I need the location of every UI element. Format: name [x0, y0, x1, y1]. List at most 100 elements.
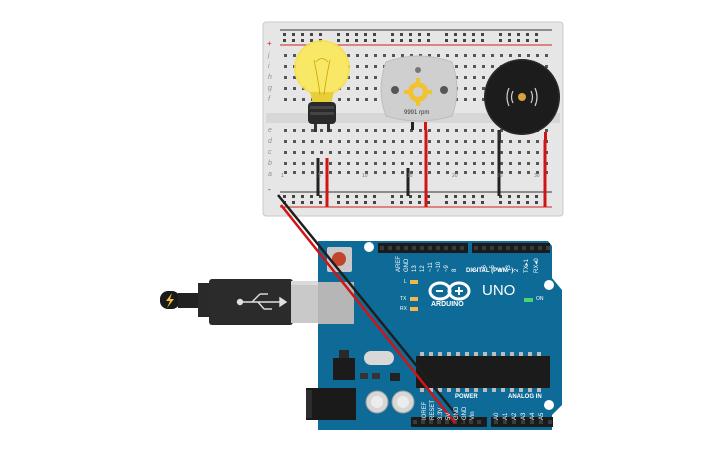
breadboard-hole[interactable] — [482, 129, 485, 132]
breadboard-hole[interactable] — [464, 98, 467, 101]
breadboard-hole[interactable] — [383, 151, 386, 154]
breadboard-hole[interactable] — [454, 195, 457, 198]
breadboard-hole[interactable] — [419, 151, 422, 154]
breadboard-hole[interactable] — [392, 162, 395, 165]
breadboard-hole[interactable] — [383, 162, 386, 165]
power-pin[interactable] — [429, 420, 433, 424]
digital-pin[interactable] — [522, 246, 526, 250]
light-bulb[interactable] — [294, 40, 350, 132]
breadboard-hole[interactable] — [518, 171, 521, 174]
breadboard-hole[interactable] — [374, 76, 377, 79]
breadboard-hole[interactable] — [535, 39, 538, 42]
breadboard-hole[interactable] — [284, 140, 287, 143]
breadboard-hole[interactable] — [356, 151, 359, 154]
breadboard-hole[interactable] — [373, 201, 376, 204]
breadboard-hole[interactable] — [284, 151, 287, 154]
breadboard-hole[interactable] — [409, 33, 412, 36]
breadboard-hole[interactable] — [329, 171, 332, 174]
breadboard-hole[interactable] — [401, 171, 404, 174]
breadboard-hole[interactable] — [310, 201, 313, 204]
breadboard-hole[interactable] — [473, 98, 476, 101]
breadboard-hole[interactable] — [499, 33, 502, 36]
breadboard-hole[interactable] — [463, 201, 466, 204]
digital-pin[interactable] — [412, 246, 416, 250]
breadboard-hole[interactable] — [391, 201, 394, 204]
breadboard-hole[interactable] — [473, 171, 476, 174]
breadboard-hole[interactable] — [437, 162, 440, 165]
breadboard-hole[interactable] — [455, 151, 458, 154]
breadboard-hole[interactable] — [391, 195, 394, 198]
breadboard-hole[interactable] — [356, 98, 359, 101]
breadboard-hole[interactable] — [536, 140, 539, 143]
digital-pin[interactable] — [514, 246, 518, 250]
breadboard-hole[interactable] — [356, 171, 359, 174]
breadboard-hole[interactable] — [482, 140, 485, 143]
breadboard-hole[interactable] — [374, 140, 377, 143]
analog-pin[interactable] — [548, 420, 552, 424]
breadboard-hole[interactable] — [374, 162, 377, 165]
breadboard-hole[interactable] — [401, 129, 404, 132]
breadboard-hole[interactable] — [463, 39, 466, 42]
breadboard-hole[interactable] — [454, 33, 457, 36]
breadboard-hole[interactable] — [365, 171, 368, 174]
breadboard-hole[interactable] — [383, 129, 386, 132]
breadboard-hole[interactable] — [473, 129, 476, 132]
breadboard-hole[interactable] — [311, 140, 314, 143]
breadboard-hole[interactable] — [301, 201, 304, 204]
analog-pin[interactable] — [521, 420, 525, 424]
breadboard-hole[interactable] — [292, 39, 295, 42]
breadboard-hole[interactable] — [473, 65, 476, 68]
analog-pin[interactable] — [512, 420, 516, 424]
breadboard-hole[interactable] — [526, 39, 529, 42]
breadboard-hole[interactable] — [356, 65, 359, 68]
breadboard-hole[interactable] — [518, 54, 521, 57]
breadboard-hole[interactable] — [517, 33, 520, 36]
breadboard-hole[interactable] — [347, 162, 350, 165]
breadboard-hole[interactable] — [418, 33, 421, 36]
breadboard-hole[interactable] — [383, 171, 386, 174]
breadboard-hole[interactable] — [482, 151, 485, 154]
power-pin[interactable] — [469, 420, 473, 424]
breadboard-hole[interactable] — [365, 98, 368, 101]
digital-pin[interactable] — [498, 246, 502, 250]
breadboard-hole[interactable] — [428, 129, 431, 132]
breadboard-hole[interactable] — [428, 162, 431, 165]
breadboard-hole[interactable] — [284, 87, 287, 90]
power-pin[interactable] — [421, 420, 425, 424]
breadboard-hole[interactable] — [293, 162, 296, 165]
breadboard-hole[interactable] — [491, 140, 494, 143]
breadboard-hole[interactable] — [491, 171, 494, 174]
breadboard-hole[interactable] — [355, 39, 358, 42]
breadboard-hole[interactable] — [419, 171, 422, 174]
breadboard-hole[interactable] — [338, 129, 341, 132]
breadboard-hole[interactable] — [374, 171, 377, 174]
breadboard-hole[interactable] — [338, 162, 341, 165]
breadboard-hole[interactable] — [355, 201, 358, 204]
breadboard-hole[interactable] — [347, 171, 350, 174]
breadboard-hole[interactable] — [356, 76, 359, 79]
breadboard-hole[interactable] — [338, 140, 341, 143]
breadboard-hole[interactable] — [527, 171, 530, 174]
breadboard-hole[interactable] — [373, 195, 376, 198]
breadboard-hole[interactable] — [302, 98, 305, 101]
breadboard-hole[interactable] — [509, 171, 512, 174]
breadboard-hole[interactable] — [473, 151, 476, 154]
breadboard-hole[interactable] — [419, 140, 422, 143]
breadboard-hole[interactable] — [526, 201, 529, 204]
breadboard-hole[interactable] — [410, 54, 413, 57]
breadboard-hole[interactable] — [464, 171, 467, 174]
breadboard-hole[interactable] — [445, 39, 448, 42]
breadboard-hole[interactable] — [374, 54, 377, 57]
breadboard-hole[interactable] — [445, 201, 448, 204]
breadboard-hole[interactable] — [374, 65, 377, 68]
breadboard-hole[interactable] — [535, 33, 538, 36]
breadboard-hole[interactable] — [310, 195, 313, 198]
breadboard-hole[interactable] — [508, 33, 511, 36]
breadboard-hole[interactable] — [283, 33, 286, 36]
breadboard-hole[interactable] — [347, 151, 350, 154]
dc-motor[interactable] — [380, 55, 458, 130]
breadboard-hole[interactable] — [347, 98, 350, 101]
breadboard-hole[interactable] — [500, 151, 503, 154]
breadboard-hole[interactable] — [401, 54, 404, 57]
breadboard-hole[interactable] — [517, 39, 520, 42]
